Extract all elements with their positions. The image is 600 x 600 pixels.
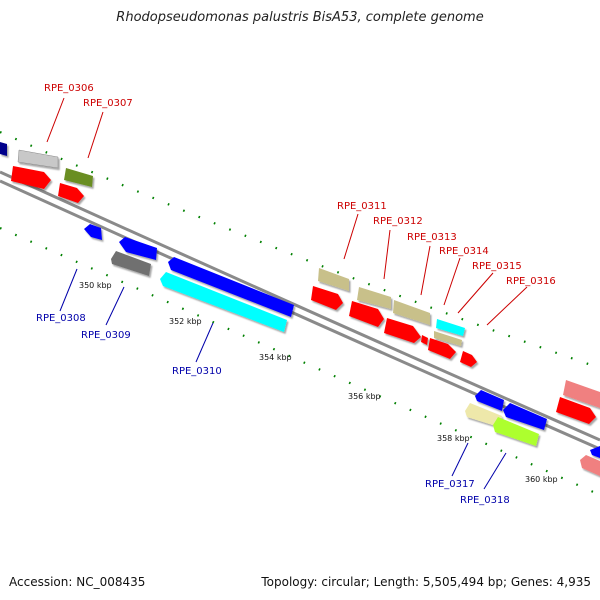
- topology-text: Topology: circular; Length: 5,505,494 bp…: [261, 575, 591, 589]
- label-rpe0309[interactable]: RPE_0309: [81, 330, 131, 341]
- gene-rpe0306[interactable]: [17, 149, 59, 169]
- scale-label-350: 350 kbp: [79, 281, 112, 290]
- scale-label-358: 358 kbp: [437, 434, 470, 443]
- gene-blue-3[interactable]: [168, 257, 294, 317]
- gene-red-4[interactable]: [349, 301, 384, 327]
- forward-genes: [11, 149, 600, 424]
- label-rpe0316[interactable]: RPE_0316: [506, 276, 556, 287]
- label-rpe0306[interactable]: RPE_0306: [44, 83, 94, 94]
- scale-labels: 350 kbp 352 kbp 354 kbp 356 kbp 358 kbp …: [79, 281, 558, 484]
- scale-label-356: 356 kbp: [348, 392, 381, 401]
- gene-blue-edge[interactable]: [0, 142, 7, 156]
- gene-rpe0318[interactable]: [493, 417, 539, 446]
- label-rpe0314[interactable]: RPE_0314: [439, 246, 489, 257]
- label-rpe0307[interactable]: RPE_0307: [83, 98, 133, 109]
- gene-red-5[interactable]: [384, 318, 421, 343]
- label-rpe0308[interactable]: RPE_0308: [36, 313, 86, 324]
- label-rpe0318[interactable]: RPE_0318: [460, 495, 510, 506]
- gene-rpe0315[interactable]: [434, 331, 462, 346]
- gene-red-small[interactable]: [421, 335, 428, 345]
- gene-blue-4[interactable]: [475, 390, 504, 411]
- gene-red-7[interactable]: [460, 351, 477, 367]
- label-rpe0310[interactable]: RPE_0310: [172, 366, 222, 377]
- gene-blue-6[interactable]: [590, 446, 600, 458]
- scale-label-354: 354 kbp: [259, 353, 292, 362]
- gene-red-2[interactable]: [58, 183, 84, 203]
- gene-red-3[interactable]: [311, 286, 343, 310]
- scale-label-352: 352 kbp: [169, 317, 202, 326]
- gene-rpe0307[interactable]: [64, 168, 93, 187]
- gene-rpe0313[interactable]: [393, 300, 430, 325]
- label-rpe0312[interactable]: RPE_0312: [373, 216, 423, 227]
- label-rpe0313[interactable]: RPE_0313: [407, 232, 457, 243]
- gene-rpe0309[interactable]: [111, 251, 151, 276]
- label-rpe0311[interactable]: RPE_0311: [337, 201, 387, 212]
- gene-rpe0311[interactable]: [318, 268, 349, 291]
- gene-rpe0312[interactable]: [357, 287, 391, 309]
- gene-rpe0314[interactable]: [436, 319, 465, 336]
- gene-red-6[interactable]: [428, 338, 456, 359]
- map-title: Rhodopseudomonas palustris BisA53, compl…: [116, 10, 484, 25]
- label-rpe0317[interactable]: RPE_0317: [425, 479, 475, 490]
- reverse-leaders: [59, 268, 507, 490]
- gene-rpe0308[interactable]: [84, 224, 102, 240]
- forward-leaders: [46, 97, 528, 326]
- reverse-genes: [0, 142, 600, 476]
- gene-blue-2[interactable]: [119, 237, 157, 260]
- gene-rpe0317[interactable]: [465, 403, 502, 427]
- scale-label-360: 360 kbp: [525, 475, 558, 484]
- label-rpe0315[interactable]: RPE_0315: [472, 261, 522, 272]
- backbone-outer: [0, 170, 600, 442]
- gene-red-1[interactable]: [11, 166, 51, 189]
- accession-text: Accession: NC_008435: [9, 575, 146, 589]
- forward-gene-labels: RPE_0306 RPE_0307 RPE_0311 RPE_0312 RPE_…: [44, 83, 556, 287]
- gene-blue-5[interactable]: [503, 403, 547, 430]
- gene-rpe0310[interactable]: [160, 272, 287, 332]
- reverse-gene-labels: RPE_0308 RPE_0309 RPE_0310 RPE_0317 RPE_…: [36, 313, 510, 506]
- gene-pink-1[interactable]: [563, 380, 600, 408]
- gene-pink-2[interactable]: [580, 455, 600, 476]
- gene-red-8[interactable]: [556, 397, 596, 424]
